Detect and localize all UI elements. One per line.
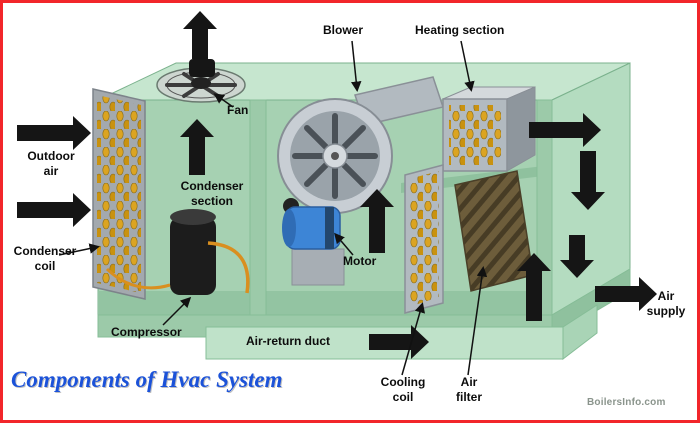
hvac-illustration (17, 11, 657, 376)
arrow-right-air-supply (595, 277, 657, 311)
label-air-filter: Air filter (455, 375, 482, 404)
pointer-motor (334, 232, 354, 256)
compressor-graphic (105, 209, 250, 295)
label-fan: Fan (227, 103, 249, 117)
pointer-air-filter (467, 266, 488, 376)
arrow-up-fan-exhaust (183, 11, 217, 59)
condenser-coil-graphic (92, 88, 146, 300)
pointer-fan (213, 93, 234, 108)
pointer-compressor (162, 296, 192, 326)
label-heating-section: Heating section (415, 23, 505, 37)
heating-section-graphic (442, 86, 536, 172)
pointer-heating-section (460, 40, 475, 92)
arrow-right-outdoor-top (17, 116, 91, 150)
label-air-return-duct: Air-return duct (246, 334, 330, 348)
label-cooling-coil: Cooling coil (380, 375, 426, 404)
blower-graphic (277, 76, 444, 214)
arrow-up-return-to-filter (517, 253, 551, 321)
label-air-supply: Air supply (646, 289, 686, 318)
label-condenser-coil: Condenser coil (13, 244, 77, 273)
label-blower: Blower (323, 23, 364, 37)
arrow-up-blower-intake (360, 189, 394, 253)
arrow-right-heating-out (529, 113, 601, 147)
cooling-coil-graphic (404, 164, 444, 314)
label-condenser-section: Condenser section (180, 179, 244, 208)
watermark: BoilersInfo.com (587, 397, 666, 408)
arrow-down-supply-lower (560, 235, 594, 278)
motor-graphic (282, 198, 345, 286)
label-pointer-lines (58, 40, 488, 376)
arrow-up-condenser (180, 119, 214, 175)
pointer-blower (351, 40, 362, 92)
airflow-arrows (17, 11, 657, 359)
label-outdoor-air: Outdoor air (27, 149, 75, 178)
pointer-condenser-coil (58, 243, 100, 256)
arrow-right-outdoor-bottom (17, 193, 91, 227)
diagram-title: Components of Hvac System (11, 367, 283, 392)
label-motor: Motor (343, 254, 377, 268)
label-compressor: Compressor (111, 325, 182, 339)
arrow-down-supply-duct (571, 151, 605, 210)
pointer-cooling-coil (401, 302, 425, 376)
